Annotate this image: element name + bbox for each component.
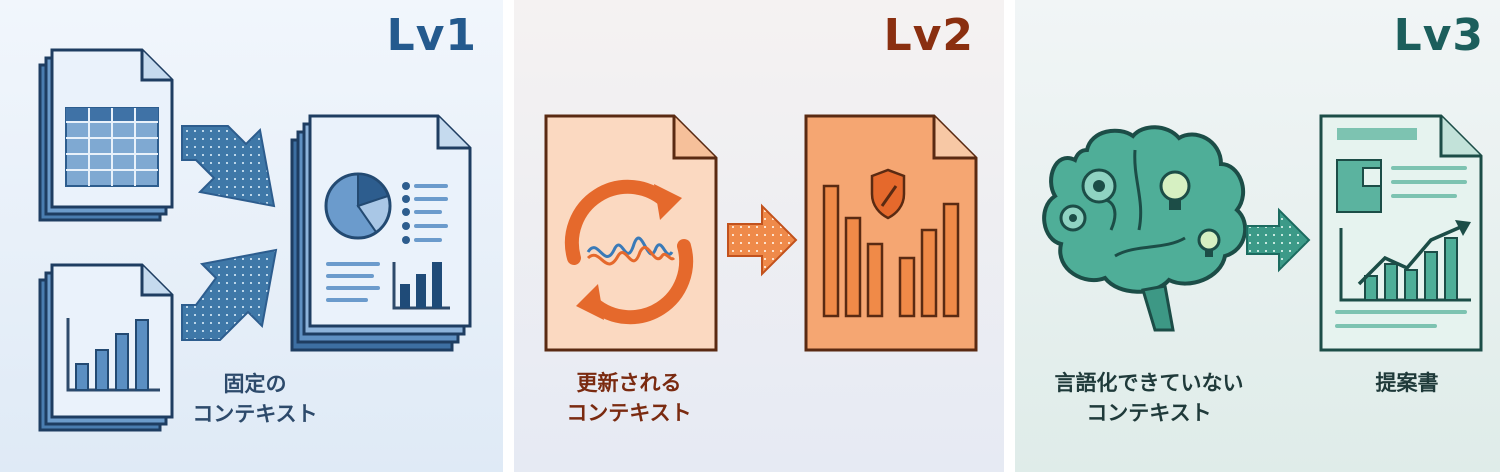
caption-line: コンテキスト xyxy=(192,402,318,426)
bar-chart-document-icon xyxy=(38,263,174,432)
caption-line: 提案書 xyxy=(1375,371,1439,395)
lv3-illustration xyxy=(1042,114,1483,352)
lv1-illustration xyxy=(38,48,472,432)
level-title-lv1: Lv1 xyxy=(386,10,477,61)
panel-lv3: Lv3 言語化できていない コンテキスト 提案書 xyxy=(1015,0,1500,472)
report-document-icon xyxy=(290,114,472,352)
lv2-illustration xyxy=(544,114,978,352)
chart-document-icon xyxy=(804,114,978,352)
refresh-document-icon xyxy=(544,114,718,352)
caption-line: 更新される xyxy=(576,371,682,395)
shield-icon xyxy=(870,168,906,220)
panel-lv2: Lv2 更新される コンテキスト xyxy=(514,0,1004,472)
panel-lv1: Lv1 固定の コンテキスト xyxy=(0,0,503,472)
brain-icon xyxy=(1042,125,1247,332)
caption-line: 固定の xyxy=(223,372,287,396)
spreadsheet-document-icon xyxy=(38,48,174,222)
gear-icon xyxy=(1059,204,1087,232)
caption-line: コンテキスト xyxy=(566,401,692,425)
caption-line: 言語化できていない xyxy=(1054,371,1244,395)
arrow-right-icon xyxy=(727,203,798,277)
caption-unverbalized-context: 言語化できていない コンテキスト xyxy=(1015,368,1283,428)
caption-line: コンテキスト xyxy=(1086,401,1212,425)
caption-fixed-context: 固定の コンテキスト xyxy=(160,369,350,429)
lightbulb-icon xyxy=(1197,228,1221,257)
lightbulb-icon xyxy=(1159,170,1191,210)
caption-updated-context: 更新される コンテキスト xyxy=(534,368,724,428)
level-title-lv3: Lv3 xyxy=(1393,10,1484,61)
arrow-down-right-icon xyxy=(181,125,276,208)
arrow-right-icon xyxy=(1246,207,1311,273)
proposal-document-icon xyxy=(1319,114,1483,352)
arrow-up-right-icon xyxy=(181,248,278,341)
level-title-lv2: Lv2 xyxy=(883,10,974,61)
gear-icon xyxy=(1081,168,1117,204)
caption-proposal: 提案書 xyxy=(1337,368,1477,398)
